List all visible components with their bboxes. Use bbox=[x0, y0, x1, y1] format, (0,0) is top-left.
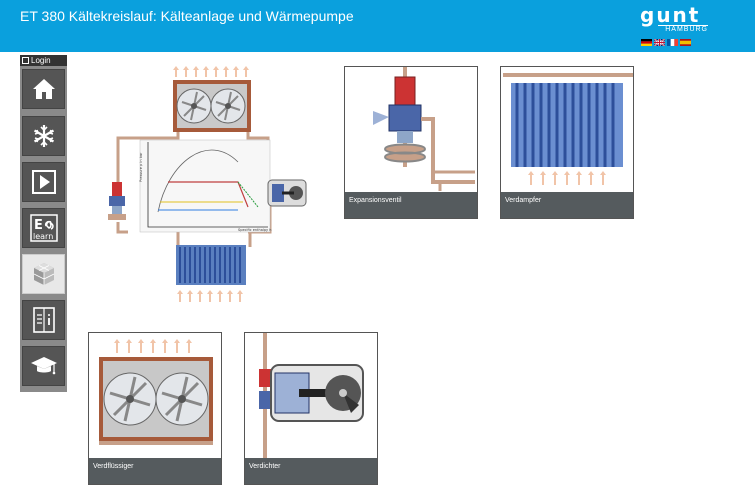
login-button[interactable]: Login bbox=[20, 55, 67, 66]
logo-word: gunt bbox=[640, 3, 701, 27]
nav-refrigeration[interactable] bbox=[22, 116, 65, 156]
nav-training[interactable] bbox=[22, 346, 65, 386]
card-compressor[interactable]: Verdichter bbox=[244, 332, 378, 485]
y-axis-label: Pressure p in bar bbox=[139, 152, 143, 182]
evaporator-illustration bbox=[503, 73, 633, 185]
card-condenser[interactable]: Verdflüssiger bbox=[88, 332, 222, 485]
card-expansion-valve[interactable]: Expansionsventil bbox=[344, 66, 478, 219]
refrigeration-cycle-diagram[interactable]: Pressure p in bar Specific enthalpy h bbox=[98, 62, 333, 310]
gunt-logo[interactable]: gunt HAMBURG bbox=[640, 3, 708, 33]
cold-arrows-bottom bbox=[177, 290, 243, 302]
elearn-icon: E learn bbox=[29, 214, 58, 242]
nav-home[interactable] bbox=[22, 69, 65, 109]
flag-en-icon[interactable] bbox=[654, 39, 665, 46]
logo-subtitle: HAMBURG bbox=[658, 25, 708, 33]
home-icon bbox=[32, 79, 55, 99]
card-label: Verdichter bbox=[245, 458, 377, 484]
nav-animation[interactable] bbox=[22, 162, 65, 202]
card-label: Expansionsventil bbox=[345, 192, 477, 218]
ph-diagram: Pressure p in bar Specific enthalpy h bbox=[139, 139, 271, 233]
sidebar: Login E learn bbox=[20, 55, 67, 392]
language-selector bbox=[641, 39, 691, 47]
info-book-icon bbox=[32, 307, 55, 333]
play-icon bbox=[31, 170, 56, 194]
card-label: Verdflüssiger bbox=[89, 458, 221, 484]
svg-text:E: E bbox=[34, 218, 43, 233]
app-header: ET 380 Kältekreislauf: Kälteanlage und W… bbox=[0, 0, 755, 52]
flag-de-icon[interactable] bbox=[641, 39, 652, 46]
evaporator-unit bbox=[176, 245, 246, 285]
cubes-icon bbox=[33, 263, 54, 285]
compressor-illustration bbox=[259, 333, 364, 460]
expansion-valve-small bbox=[108, 182, 126, 220]
flag-fr-icon[interactable] bbox=[667, 39, 678, 46]
graduation-cap-icon bbox=[30, 357, 57, 375]
snowflake-icon bbox=[33, 125, 54, 147]
login-label: Login bbox=[31, 56, 51, 65]
flag-es-icon[interactable] bbox=[680, 39, 691, 46]
condenser-unit bbox=[173, 80, 251, 132]
card-evaporator[interactable]: Verdampfer bbox=[500, 66, 634, 219]
nav-manual[interactable] bbox=[22, 300, 65, 340]
condenser-illustration bbox=[99, 339, 213, 445]
elearn-text: learn bbox=[33, 232, 53, 241]
nav-elearning[interactable]: E learn bbox=[22, 208, 65, 248]
card-label: Verdampfer bbox=[501, 192, 633, 218]
user-icon bbox=[22, 57, 29, 64]
nav-components[interactable] bbox=[22, 254, 65, 294]
heat-arrows-top bbox=[173, 66, 249, 77]
x-axis-label: Specific enthalpy h bbox=[238, 228, 271, 232]
compressor-small bbox=[267, 179, 307, 207]
expansion-valve-illustration bbox=[373, 67, 475, 191]
page-title: ET 380 Kältekreislauf: Kälteanlage und W… bbox=[20, 8, 354, 24]
